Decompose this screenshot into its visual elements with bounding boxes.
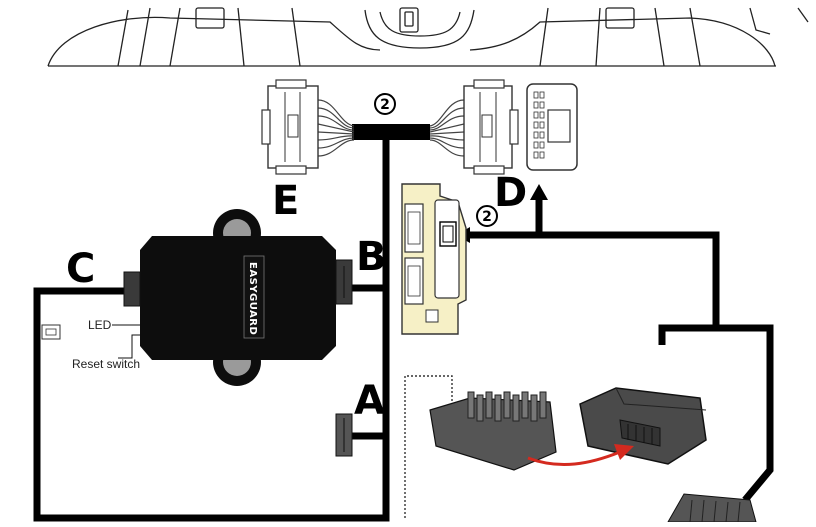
connector-panel: [401, 183, 467, 335]
obd-plug: [579, 387, 707, 465]
cable-harness: [33, 140, 774, 522]
socket-pin: [539, 91, 545, 99]
obd-rib: [503, 391, 511, 419]
dashboard-outline: [47, 7, 809, 67]
socket-pin: [533, 121, 539, 129]
socket-pin: [539, 121, 545, 129]
socket-pin: [539, 101, 545, 109]
obd-rib: [521, 391, 529, 419]
socket-pin: [539, 151, 545, 159]
marker-panel: 2: [476, 205, 498, 227]
marker-top: 2: [374, 93, 396, 115]
label-b: B: [356, 234, 387, 280]
label-a: A: [354, 378, 385, 424]
obd-rib: [494, 394, 502, 422]
brand-label: EASYGUARD: [247, 262, 258, 335]
arrow-up-icon: [530, 184, 548, 200]
obd-rib: [485, 391, 493, 419]
connector-d-plug: [429, 79, 519, 175]
socket-pin: [533, 91, 539, 99]
obd-rib: [476, 394, 484, 422]
obd-rib: [467, 391, 475, 419]
socket-pin: [533, 141, 539, 149]
insert-arrow: [527, 450, 621, 467]
bottom-connector: [667, 493, 757, 523]
socket-pin: [539, 141, 545, 149]
connector-e: [261, 79, 355, 175]
led-reset-leads: [112, 324, 140, 359]
svg-text:2: 2: [482, 209, 492, 225]
red-arrow-head-icon: [614, 444, 634, 460]
junction-bar: [352, 124, 430, 140]
led-label: LED: [88, 318, 112, 332]
reset-switch-label: Reset switch: [72, 357, 140, 371]
dotted-leader: [404, 375, 470, 518]
easyguard-module: EASYGUARD: [123, 209, 353, 386]
obd-rib: [530, 394, 538, 422]
svg-text:2: 2: [380, 97, 390, 113]
socket-pin: [539, 131, 545, 139]
vehicle-socket: [526, 83, 578, 171]
socket-pin: [533, 131, 539, 139]
socket-pin: [533, 101, 539, 109]
label-e: E: [272, 178, 299, 224]
socket-pin: [533, 111, 539, 119]
socket-pin: [533, 151, 539, 159]
obd-rib: [539, 391, 547, 419]
obd-harness-connector: [429, 391, 557, 471]
connector-a: [335, 413, 353, 457]
socket-pin: [539, 111, 545, 119]
obd-rib: [512, 394, 520, 422]
label-d: D: [494, 170, 527, 216]
label-c: C: [66, 246, 95, 292]
